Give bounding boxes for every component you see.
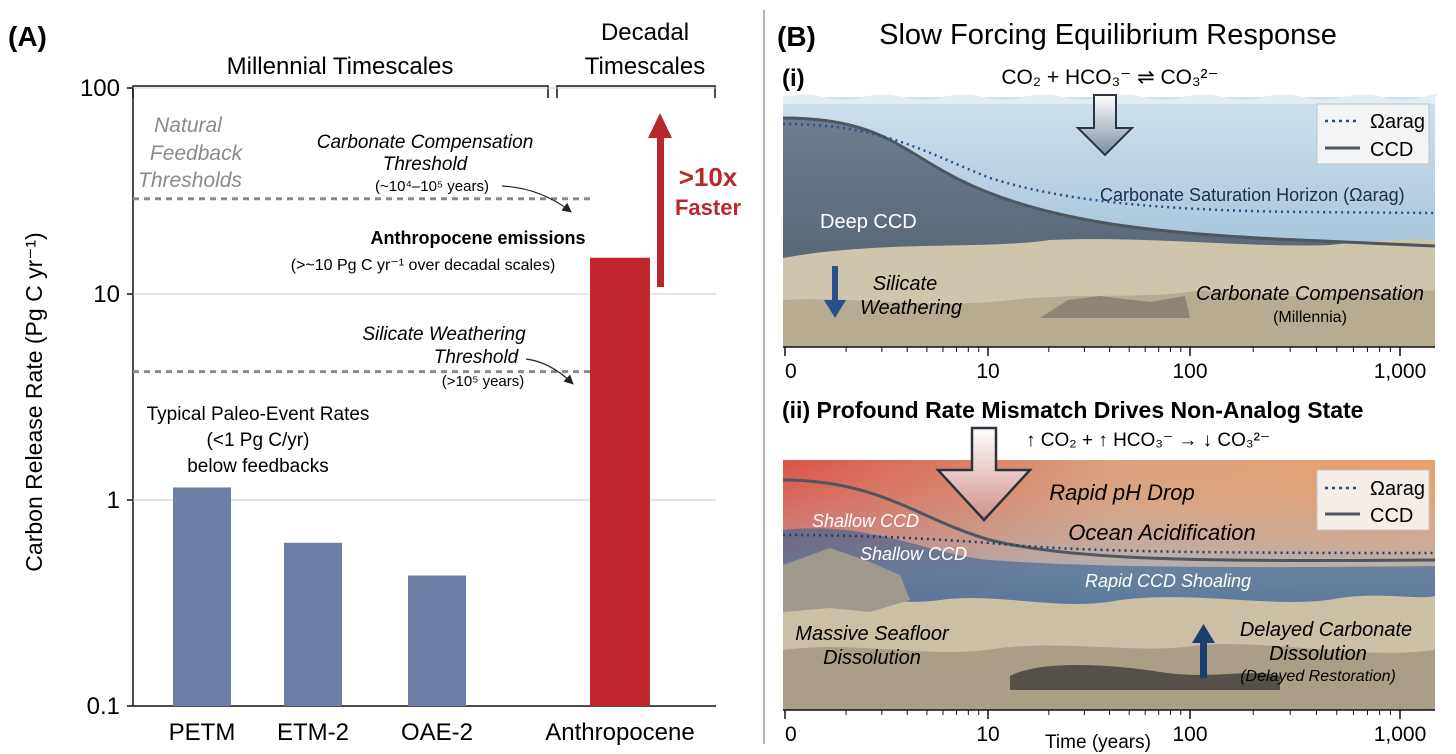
paleo-line: (<1 Pg C/yr) [207, 430, 310, 451]
anthro-line: (>~10 Pg C yr⁻¹ over decadal scales) [291, 257, 556, 274]
x-tick-label: 1,000 [1374, 723, 1427, 746]
massive-line: Dissolution [823, 647, 921, 669]
panel-i-ccd-line [782, 116, 1436, 248]
shallow-ccd-label-2: Shallow CCD [860, 544, 967, 564]
massive-dissolution-label: Massive Seafloor Dissolution [795, 623, 950, 669]
panel-i-down-arrow [1075, 94, 1135, 157]
delayed-dissolution-label: Delayed Carbonate Dissolution (Delayed R… [1240, 619, 1412, 685]
silicate-down-arrow [824, 266, 846, 318]
silicate-line: Silicate [873, 273, 937, 295]
panel-i-legend: Ωarag CCD [1316, 103, 1430, 165]
x-tick-label: OAE-2 [401, 719, 473, 746]
cct-pointer-arrow [501, 185, 572, 213]
natural-feedback-label: Natural Feedback Thresholds [138, 114, 244, 192]
panel-ii-equation: ↑ CO₂ + ↑ HCO₃⁻ → ↓ CO₃²⁻ [1026, 430, 1270, 451]
rapid-ph-drop-label: Rapid pH Drop [1049, 480, 1195, 505]
millennial-label: Millennial Timescales [227, 53, 454, 80]
silicate-weathering-label: Silicate Weathering [860, 273, 962, 319]
panel-ii-ccd-line [782, 478, 1436, 563]
decadal-bracket [556, 85, 716, 98]
rapid-ccd-shoaling-label: Rapid CCD Shoaling [1085, 571, 1251, 591]
x-tick-label: ETM-2 [277, 719, 349, 746]
silicate-weathering-annotation: Silicate Weathering Threshold (>10⁵ year… [362, 324, 526, 390]
bar-oae-2 [408, 575, 466, 706]
anthro-line: Anthropocene emissions [370, 228, 585, 248]
faster-label-2: Faster [675, 195, 741, 220]
bar-etm-2 [284, 542, 342, 706]
y-tick-label: 0.1 [87, 693, 120, 720]
panel-ii-title: (ii) Profound Rate Mismatch Drives Non-A… [782, 397, 1363, 423]
panel-i-equation: CO₂ + HCO₃⁻ ⇌ CO₃²⁻ [1001, 66, 1218, 89]
delayed-line: (Delayed Restoration) [1240, 668, 1396, 685]
x-tick-label: 1,000 [1374, 360, 1427, 383]
paleo-annotation: Typical Paleo-Event Rates (<1 Pg C/yr) b… [147, 404, 370, 477]
natural-feedback-line: Thresholds [138, 169, 242, 192]
shallow-ccd-label-1: Shallow CCD [812, 511, 919, 531]
carbonate-compensation-annotation: Carbonate Compensation Threshold (~10⁴–1… [317, 132, 534, 195]
legend-omega-label: Ωarag [1370, 478, 1425, 500]
anthropocene-annotation: Anthropocene emissions (>~10 Pg C yr⁻¹ o… [291, 228, 586, 274]
y-tick-label: 10 [93, 281, 120, 308]
swt-pointer-arrow [525, 358, 574, 385]
delayed-line: Dissolution [1269, 643, 1367, 665]
panel-b-title: Slow Forcing Equilibrium Response [879, 19, 1337, 51]
massive-line: Massive Seafloor [795, 623, 950, 645]
millennia-label: (Millennia) [1273, 309, 1347, 326]
decadal-label-1: Decadal [601, 19, 689, 46]
legend-ccd-label: CCD [1370, 139, 1413, 161]
paleo-line: below feedbacks [187, 456, 329, 477]
bar-petm [173, 487, 231, 706]
y-tick-label: 100 [80, 75, 120, 102]
swt-line: Silicate Weathering [362, 324, 526, 345]
silicate-line: Weathering [860, 297, 962, 319]
delayed-line: Delayed Carbonate [1240, 619, 1412, 641]
x-tick-label: PETM [169, 719, 236, 746]
restoration-up-arrow [1192, 624, 1215, 678]
saturation-horizon-label: Carbonate Saturation Horizon (Ωarag) [1100, 185, 1405, 205]
swt-line: Threshold [434, 347, 520, 368]
x-tick-label: 100 [1172, 723, 1207, 746]
decadal-label-2: Timescales [585, 53, 705, 80]
cct-line: Threshold [383, 154, 469, 175]
faster-arrow [648, 113, 672, 287]
x-tick-label: 10 [976, 723, 999, 746]
panel-ii-legend: Ωarag CCD [1316, 469, 1430, 531]
panel-ii-down-arrow [935, 426, 1033, 522]
x-tick-label: 0 [785, 360, 797, 383]
panel-a-label: (A) [8, 21, 47, 52]
panel-ii-x-axis-label: Time (years) [1045, 732, 1151, 753]
natural-feedback-line: Feedback [150, 142, 244, 165]
carbonate-compensation-label: Carbonate Compensation [1196, 283, 1424, 305]
y-axis-label: Carbon Release Rate (Pg C yr⁻¹) [21, 232, 47, 571]
y-tick-label: 1 [107, 487, 120, 514]
deep-ccd-label: Deep CCD [820, 211, 917, 233]
panel-b-label: (B) [777, 21, 816, 52]
x-tick-label: Anthropocene [545, 719, 694, 746]
cct-line: (~10⁴–10⁵ years) [375, 178, 489, 195]
legend-omega-label: Ωarag [1370, 111, 1425, 133]
bar-anthropocene [590, 257, 650, 706]
faster-label-1: >10x [679, 162, 738, 192]
legend-ccd-label: CCD [1370, 505, 1413, 527]
paleo-line: Typical Paleo-Event Rates [147, 404, 370, 425]
swt-line: (>10⁵ years) [442, 373, 525, 390]
panel-i-omega-line [782, 122, 1436, 215]
ocean-acidification-label: Ocean Acidification [1068, 520, 1256, 545]
cct-line: Carbonate Compensation [317, 132, 534, 153]
panel-i-label: (i) [782, 65, 805, 92]
x-tick-label: 100 [1172, 360, 1207, 383]
x-tick-label: 10 [976, 360, 999, 383]
natural-feedback-line: Natural [154, 114, 223, 137]
x-tick-label: 0 [785, 723, 797, 746]
